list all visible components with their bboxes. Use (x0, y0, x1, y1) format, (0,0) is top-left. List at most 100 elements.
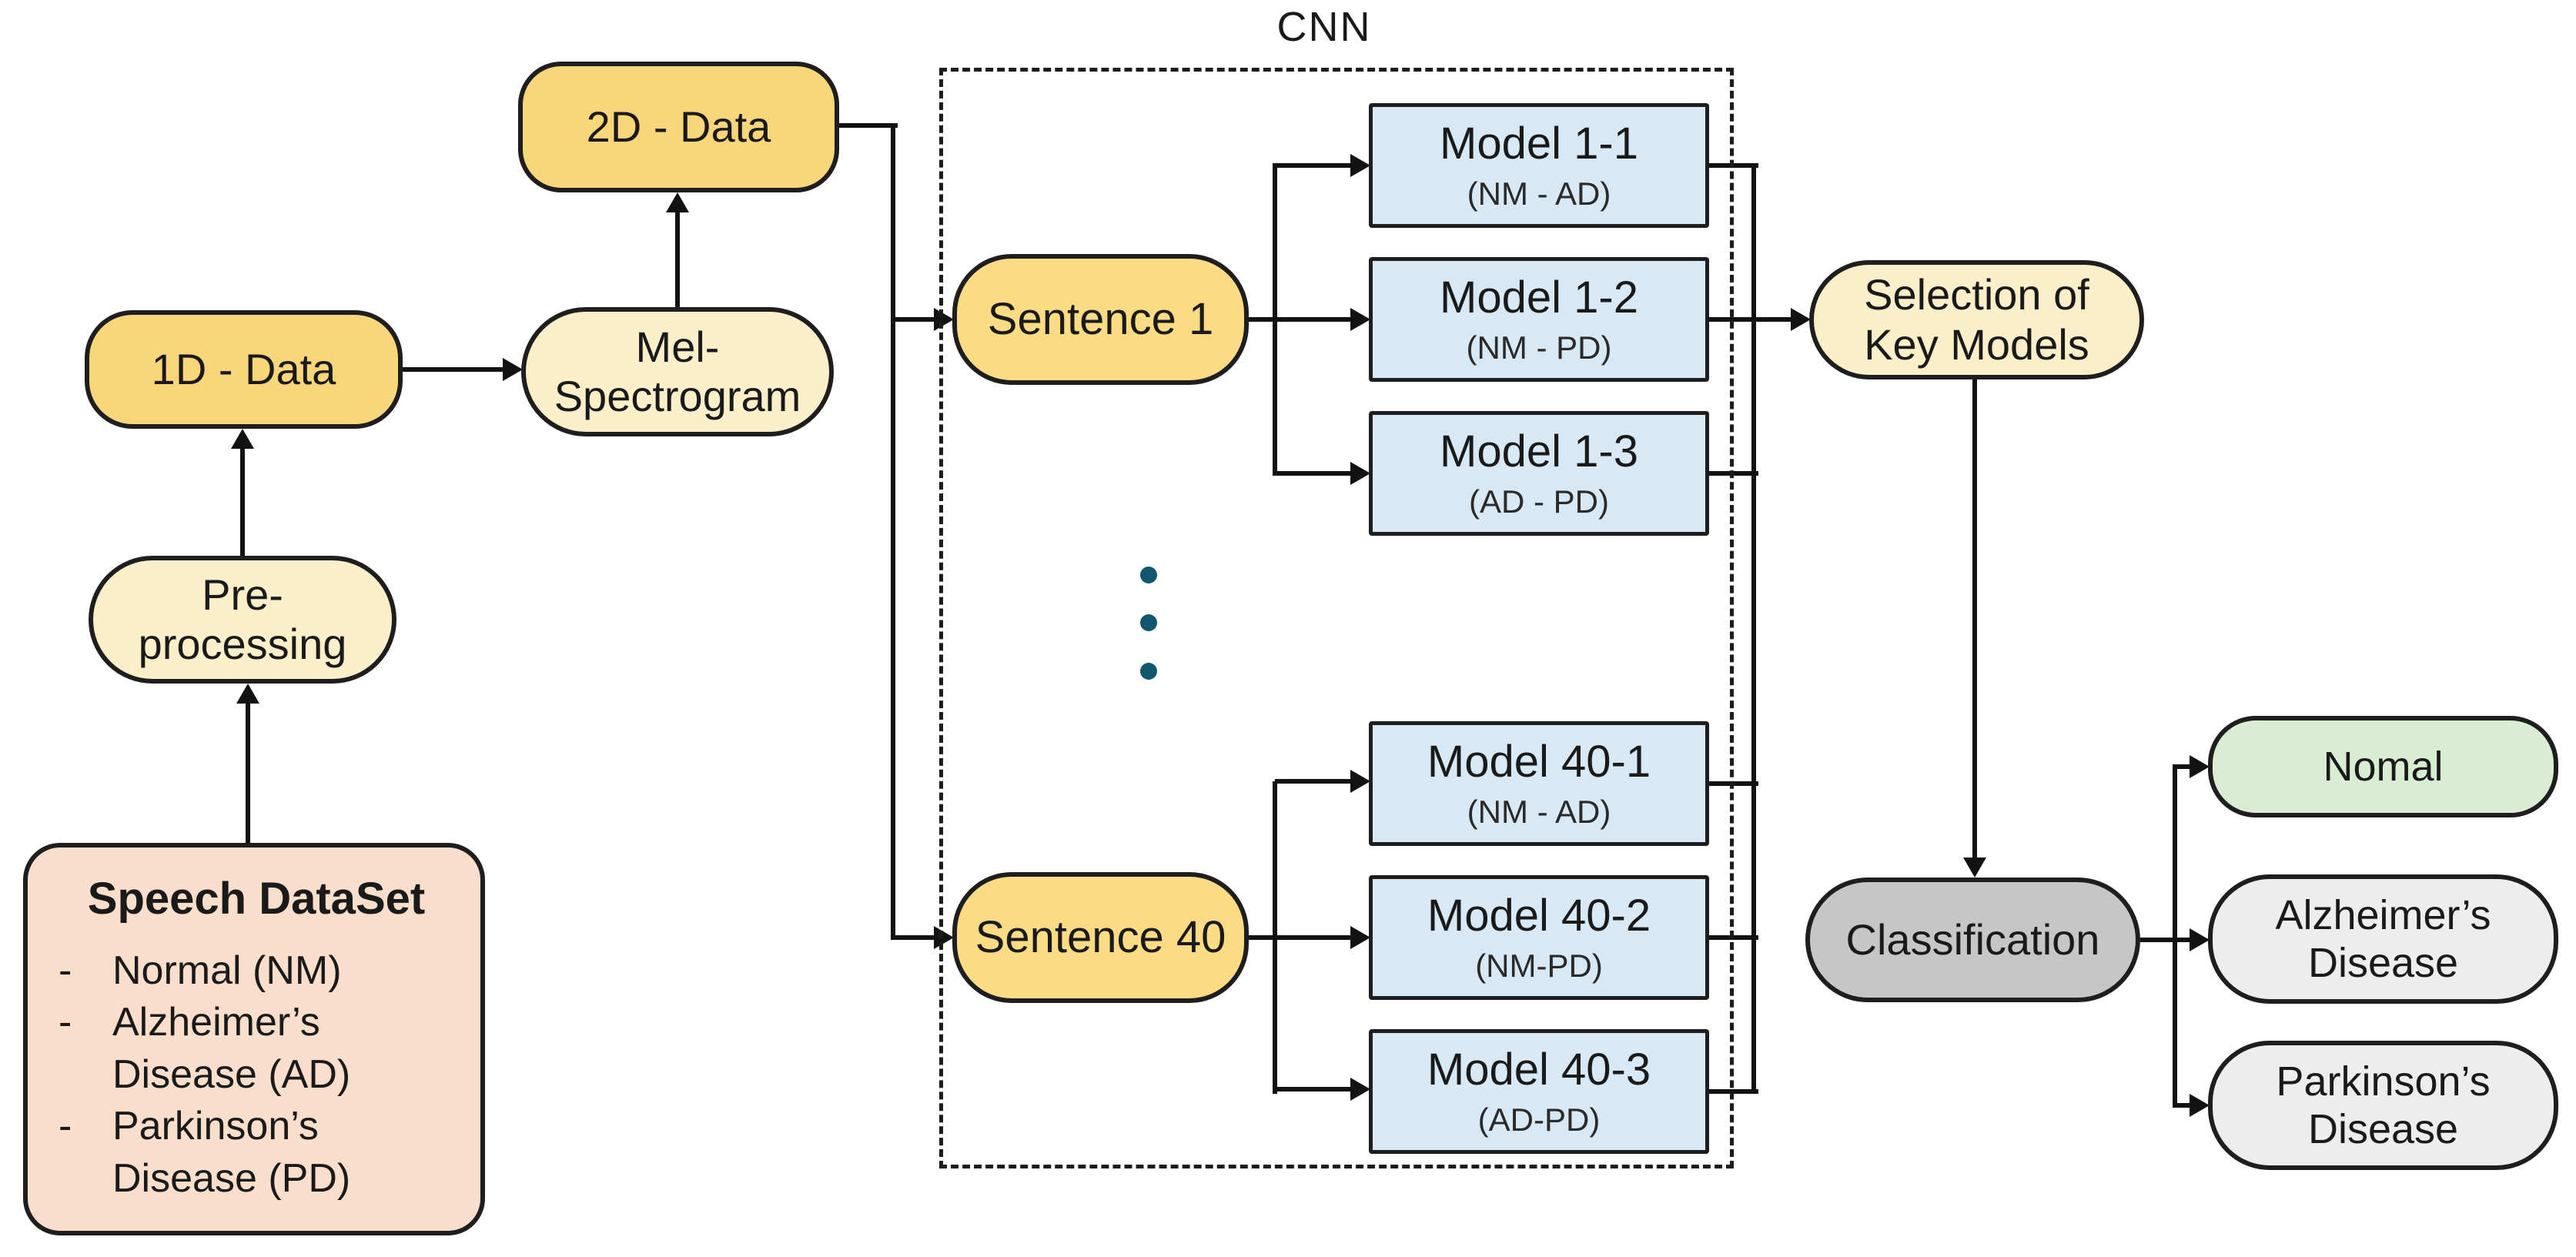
node-label: Parkinson’s (2276, 1058, 2491, 1105)
connector-to-parkinsons (2175, 1103, 2192, 1108)
connector-branch-sentence1 (895, 317, 935, 322)
1d-data-node: 1D - Data (85, 310, 403, 429)
model-subtitle: (AD-PD) (1477, 1102, 1601, 1138)
node-label: Key Models (1864, 319, 2089, 369)
bullet-dash: - (59, 948, 72, 993)
connector-m403-out (1709, 1089, 1758, 1094)
connector-pre-to-1d (240, 447, 245, 556)
sentence-40-node: Sentence 40 (952, 872, 1249, 1003)
sentence-1-node: Sentence 1 (952, 254, 1249, 385)
list-item: - Alzheimer’s Disease (AD) (59, 997, 454, 1101)
connector-s1-b1 (1275, 163, 1352, 168)
arrowhead-up-1d (231, 429, 254, 449)
node-label: Disease (2307, 1106, 2459, 1152)
model-subtitle: (NM - AD) (1467, 176, 1611, 212)
connector-m13-out (1709, 471, 1758, 476)
node-label: 2D - Data (586, 102, 771, 151)
connector-s40-b3 (1275, 1087, 1352, 1092)
cnn-group-box (939, 68, 1734, 1168)
arrowhead-right-m11 (1350, 154, 1370, 177)
model-box-1-3: Model 1-3 (AD - PD) (1369, 411, 1709, 536)
arrowhead-right-m402 (1350, 926, 1370, 949)
connector-to-normal (2175, 764, 2192, 769)
ellipsis-dot-icon (1140, 663, 1157, 680)
connector-to-selection (1756, 317, 1791, 322)
speech-dataset-item: Parkinson’s Disease (PD) (112, 1104, 351, 1202)
model-subtitle: (NM-PD) (1475, 948, 1603, 985)
connector-to-alzheimers (2175, 938, 2192, 942)
bullet-dash: - (59, 1000, 72, 1045)
output-parkinsons-node: Parkinson’s Disease (2208, 1041, 2558, 1170)
ellipsis-dot-icon (1140, 614, 1157, 631)
node-label: Disease (2307, 940, 2459, 986)
model-box-1-1: Model 1-1 (NM - AD) (1369, 103, 1709, 228)
output-alzheimers-node: Alzheimer’s Disease (2208, 874, 2558, 1004)
model-subtitle: (NM - PD) (1466, 329, 1612, 366)
connector-class-out-h (2140, 938, 2180, 942)
node-label: processing (138, 620, 347, 668)
arrowhead-right-sentence1 (934, 308, 954, 331)
node-label: Selection of (1864, 270, 2089, 319)
list-item: - Parkinson’s Disease (PD) (59, 1101, 454, 1205)
model-title: Model 40-3 (1427, 1044, 1651, 1095)
arrowhead-up-2d (666, 192, 689, 212)
model-title: Model 1-3 (1440, 426, 1638, 476)
model-box-40-2: Model 40-2 (NM-PD) (1369, 875, 1709, 1000)
output-normal-node: Nomal (2208, 716, 2558, 817)
list-item: - Normal (NM) (59, 945, 454, 998)
connector-speech-to-pre (246, 702, 250, 843)
arrowhead-right-m13 (1350, 462, 1370, 485)
node-label: Sentence 1 (987, 293, 1214, 344)
connector-s40-b1 (1275, 779, 1352, 784)
model-title: Model 40-2 (1427, 890, 1651, 941)
connector-s40-b2 (1249, 935, 1352, 940)
arrowhead-right-normal (2190, 755, 2210, 778)
node-label: Classification (1845, 914, 2100, 964)
connector-branch-sentence40 (895, 935, 935, 940)
speech-dataset-item: Normal (NM) (112, 948, 342, 993)
model-title: Model 1-2 (1440, 272, 1638, 323)
arrowhead-down-classification (1963, 858, 1986, 878)
arrowhead-right-sentence40 (934, 926, 954, 949)
model-title: Model 40-1 (1427, 736, 1651, 787)
pre-processing-node: Pre- processing (89, 556, 396, 684)
node-label: 1D - Data (151, 344, 336, 393)
connector-s1-b3 (1275, 471, 1352, 476)
node-label: Nomal (2323, 743, 2444, 790)
connector-selection-to-classification (1972, 379, 1977, 861)
node-label: Sentence 40 (975, 911, 1226, 962)
connector-models-trunk-v (1751, 163, 1756, 1094)
node-label: Pre- (202, 570, 283, 619)
arrowhead-right-alzheimers (2190, 928, 2210, 951)
model-box-40-3: Model 40-3 (AD-PD) (1369, 1029, 1709, 1154)
speech-dataset-box: Speech DataSet - Normal (NM) - Alzheimer… (23, 843, 485, 1235)
ellipsis-dot-icon (1140, 567, 1157, 583)
connector-class-trunk-v (2173, 764, 2177, 1108)
cnn-group-label: CNN (1276, 4, 1372, 50)
connector-m401-out (1709, 781, 1758, 786)
arrowhead-up-pre (236, 684, 259, 704)
arrowhead-right-mel (503, 358, 523, 381)
connector-2d-trunk-v (891, 123, 895, 940)
connector-m402-out (1709, 935, 1758, 940)
arrowhead-right-parkinsons (2190, 1094, 2210, 1117)
connector-1d-to-mel (403, 367, 504, 372)
2d-data-node: 2D - Data (518, 62, 839, 192)
arrowhead-right-m401 (1350, 770, 1370, 793)
model-subtitle: (AD - PD) (1469, 483, 1609, 520)
node-label: Alzheimer’s (2275, 891, 2491, 938)
model-box-40-1: Model 40-1 (NM - AD) (1369, 721, 1709, 846)
connector-mel-to-2d (675, 211, 680, 307)
connector-2d-out-h (839, 123, 898, 128)
bullet-dash: - (59, 1104, 72, 1149)
arrowhead-right-m403 (1350, 1078, 1370, 1101)
speech-dataset-title: Speech DataSet (87, 874, 426, 924)
node-label: Mel- (635, 322, 720, 371)
arrowhead-right-m12 (1350, 308, 1370, 331)
arrowhead-right-selection (1791, 308, 1811, 331)
mel-spectrogram-node: Mel- Spectrogram (521, 307, 834, 436)
model-subtitle: (NM - AD) (1467, 794, 1611, 831)
model-box-1-2: Model 1-2 (NM - PD) (1369, 257, 1709, 382)
speech-dataset-item: Alzheimer’s Disease (AD) (112, 1000, 351, 1097)
